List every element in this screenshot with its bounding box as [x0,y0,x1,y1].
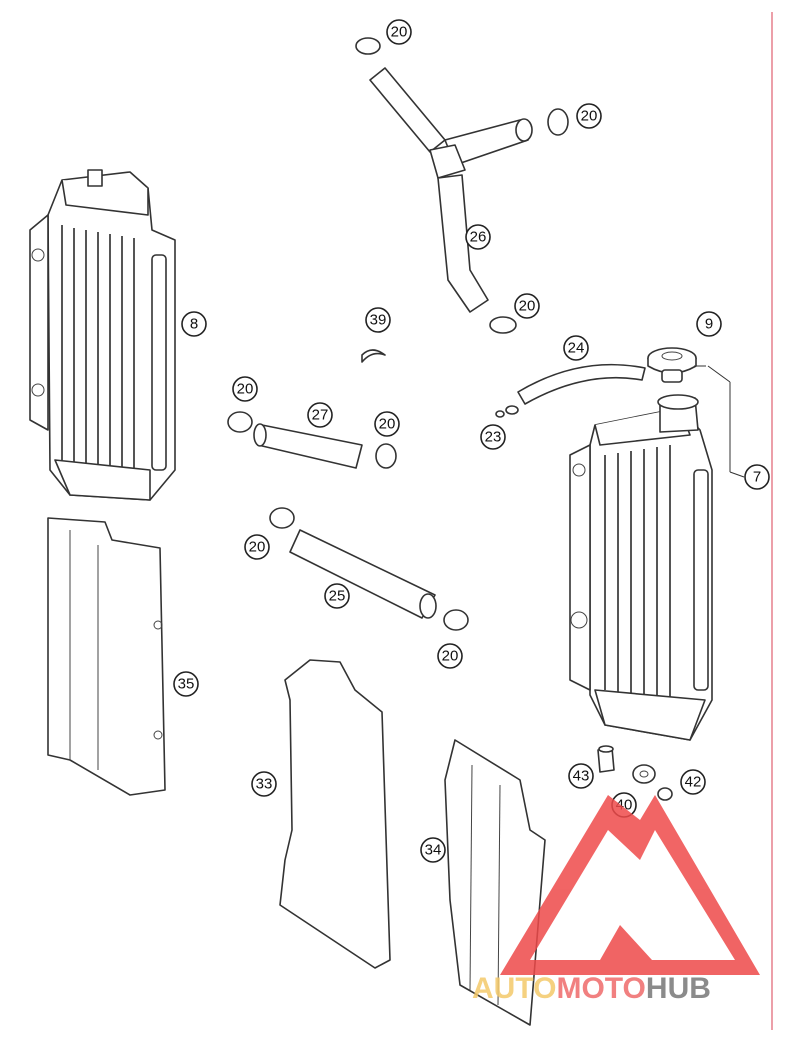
gasket-33 [279,659,391,969]
svg-text:42: 42 [685,774,702,791]
callout-39: 39 [365,307,391,333]
drain-plug-parts [597,745,673,801]
hose-27 [253,423,363,469]
callout-35: 35 [173,671,199,697]
callout-20: 20 [386,19,412,45]
svg-text:20: 20 [581,108,598,125]
callout-23: 23 [480,424,506,450]
svg-text:20: 20 [442,648,459,665]
svg-text:25: 25 [329,588,346,605]
radiator-cap [647,347,697,383]
svg-text:26: 26 [470,229,487,246]
svg-text:27: 27 [312,407,329,424]
callout-34: 34 [420,837,446,863]
callout-24: 24 [563,335,589,361]
leader-lines [694,365,745,478]
svg-text:35: 35 [178,676,195,693]
callout-25: 25 [324,583,350,609]
watermark-logo-mark [500,795,760,975]
callout-20: 20 [244,534,270,560]
shroud-35 [47,517,166,796]
svg-text:43: 43 [573,768,590,785]
svg-text:20: 20 [249,539,266,556]
callout-8: 8 [181,311,207,337]
fitting-23 [495,405,519,418]
hose-25 [289,529,437,619]
hose-y-top [369,67,533,313]
cable-tie-39 [361,349,386,363]
svg-text:34: 34 [425,842,442,859]
callout-7: 7 [744,464,770,490]
callout-27: 27 [307,402,333,428]
callout-20: 20 [374,411,400,437]
svg-text:9: 9 [705,316,713,333]
radiator-left [29,169,176,501]
svg-text:24: 24 [568,340,585,357]
callout-43: 43 [568,763,594,789]
callout-33: 33 [251,771,277,797]
watermark: AUTOMOTOHUB [472,795,760,1005]
svg-text:20: 20 [379,416,396,433]
svg-text:20: 20 [237,381,254,398]
svg-text:23: 23 [485,429,502,446]
callout-9: 9 [696,311,722,337]
hose-clamp [227,37,569,631]
radiator-right [569,394,713,741]
callout-20: 20 [514,293,540,319]
svg-text:39: 39 [370,312,387,329]
svg-text:7: 7 [753,469,761,486]
callout-20: 20 [437,643,463,669]
callout-20: 20 [576,103,602,129]
callout-42: 42 [680,769,706,795]
svg-text:8: 8 [190,316,198,333]
callout-20: 20 [232,376,258,402]
svg-text:20: 20 [519,298,536,315]
svg-text:20: 20 [391,24,408,41]
watermark-text: AUTOMOTOHUB [472,972,711,1005]
svg-text:33: 33 [256,776,273,793]
callout-26: 26 [465,224,491,250]
hose-24 [517,363,646,405]
